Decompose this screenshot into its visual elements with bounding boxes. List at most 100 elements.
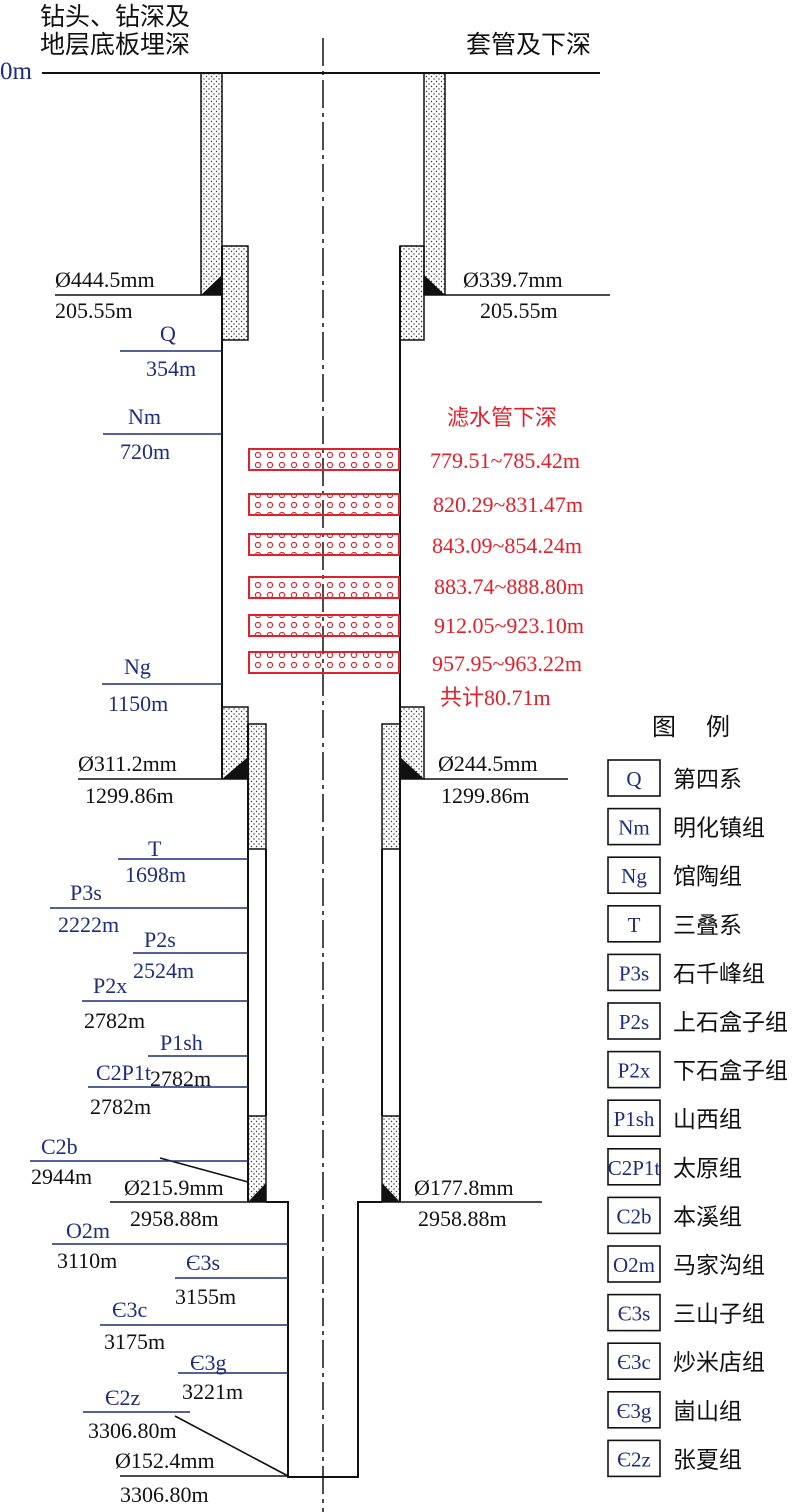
legend-swatch-box xyxy=(607,1196,661,1235)
legend-swatch-box xyxy=(607,1099,661,1137)
formation-code-12: Є3s xyxy=(186,1250,220,1275)
legend-name: 马家沟组 xyxy=(673,1253,765,1278)
legend-swatch-box xyxy=(607,807,661,846)
formation-depth-7: 2782m xyxy=(84,1008,145,1033)
open-hole-section xyxy=(266,1201,382,1478)
formation-depth-5: 2222m xyxy=(58,912,119,937)
formation-code-5: P3s xyxy=(70,880,102,905)
legend-code: Є3g xyxy=(617,1399,652,1423)
legend-item: Є3s 三山子组 xyxy=(607,1293,765,1332)
bit-size-3: Ø215.9mm xyxy=(124,1175,224,1200)
legend-name: 山西组 xyxy=(673,1107,742,1132)
formation-code-9: C2P1t xyxy=(96,1060,151,1085)
formation-depth-3: 1150m xyxy=(108,691,168,716)
filter-interval-6: 957.95~963.22m xyxy=(432,651,582,676)
legend-name: 馆陶组 xyxy=(673,864,742,889)
legend-code: T xyxy=(628,913,641,937)
formation-code-2: Nm xyxy=(128,404,161,429)
formation-depth-8: 2782m xyxy=(150,1066,211,1091)
filter-interval-1: 779.51~785.42m xyxy=(430,448,580,473)
formation-depth-13: 3175m xyxy=(104,1329,165,1354)
casing-depth-1: 205.55m xyxy=(480,298,558,323)
legend-name: 石千峰组 xyxy=(673,961,765,986)
legend-swatch-box xyxy=(607,1342,661,1380)
filter-screen-1 xyxy=(248,448,400,471)
legend-name: 崮山组 xyxy=(673,1399,742,1424)
formation-code-8: P1sh xyxy=(160,1030,203,1055)
section-labels: Ø444.5mm 205.55m Ø339.7mm 205.55m Ø311.2… xyxy=(55,267,563,1507)
formation-code-10: C2b xyxy=(41,1134,78,1159)
formation-code-14: Є3g xyxy=(190,1350,227,1375)
legend-swatch-box xyxy=(607,904,661,943)
filter-screen-3 xyxy=(248,533,400,556)
filter-interval-4: 883.74~888.80m xyxy=(434,574,584,599)
legend-name: 太原组 xyxy=(673,1156,742,1181)
casing-depth-2: 1299.86m xyxy=(441,783,530,808)
bit-size-4: Ø152.4mm xyxy=(115,1448,215,1473)
legend-name: 本溪组 xyxy=(673,1204,742,1229)
legend-name: 三山子组 xyxy=(673,1302,765,1327)
formation-code-1: Q xyxy=(160,321,176,346)
legend-name: 张夏组 xyxy=(673,1447,742,1472)
legend-swatch-box xyxy=(607,1391,661,1429)
legend-swatch-box xyxy=(607,1439,661,1478)
filter-screen-4 xyxy=(248,576,400,599)
legend-code: Ng xyxy=(621,864,647,888)
legend-code: C2P1t xyxy=(608,1156,661,1180)
filter-total: 共计80.71m xyxy=(440,685,551,710)
bit-depth-3: 2958.88m xyxy=(130,1206,219,1231)
legend-name: 明化镇组 xyxy=(673,816,765,841)
legend-code: P2s xyxy=(619,1010,649,1034)
formation-code-11: O2m xyxy=(66,1218,110,1243)
formation-code-7: P2x xyxy=(93,973,127,998)
legend-code: Є3c xyxy=(617,1350,651,1374)
casing-depth-3: 2958.88m xyxy=(418,1206,507,1231)
legend-item: C2P1t 太原组 xyxy=(607,1148,742,1186)
formation-leaders xyxy=(30,350,288,1413)
legend-swatch-box xyxy=(607,1148,661,1186)
legend-item: Ng 馆陶组 xyxy=(607,856,742,895)
filter-screen-5 xyxy=(248,614,400,637)
formation-depth-9: 2782m xyxy=(90,1094,151,1119)
bit-depth-2: 1299.86m xyxy=(85,783,174,808)
formation-code-4: T xyxy=(148,836,162,861)
legend-swatch-box xyxy=(607,953,661,992)
legend-item: O2m 马家沟组 xyxy=(607,1245,765,1283)
legend-item: C2b 本溪组 xyxy=(607,1196,742,1235)
filter-title: 滤水管下深 xyxy=(447,405,557,430)
legend-swatch-box xyxy=(607,1050,661,1089)
legend-title: 图 例 xyxy=(652,714,742,741)
left-header-line1: 钻头、钻深及 xyxy=(40,3,190,31)
legend-code: Є3s xyxy=(618,1302,651,1326)
cement-fills xyxy=(200,72,446,1203)
formation-code-13: Є3c xyxy=(112,1297,148,1322)
filter-interval-5: 912.05~923.10m xyxy=(434,613,584,638)
formation-code-15: Є2z xyxy=(105,1385,141,1410)
bit-depth-1: 205.55m xyxy=(55,298,133,323)
formation-labels: Q 354m Nm 720m Ng 1150m T 1698m P3s 2222… xyxy=(31,321,243,1443)
legend-item: Є3g 崮山组 xyxy=(607,1391,742,1429)
formation-depth-15: 3306.80m xyxy=(88,1418,177,1443)
formation-depth-1: 354m xyxy=(146,356,196,381)
legend-name: 下石盒子组 xyxy=(673,1059,788,1084)
legend-item: P1sh 山西组 xyxy=(607,1099,742,1137)
formation-depth-14: 3221m xyxy=(182,1379,243,1404)
legend-code: P3s xyxy=(619,961,649,985)
legend-code: P1sh xyxy=(614,1107,655,1131)
legend-code: C2b xyxy=(616,1204,651,1228)
legend-code: O2m xyxy=(613,1253,655,1277)
legend-swatch-box xyxy=(607,759,661,797)
legend-swatch-box xyxy=(607,1245,661,1283)
formation-depth-10: 2944m xyxy=(31,1164,92,1189)
casing-shoes xyxy=(201,275,445,1202)
headers: 钻头、钻深及 地层底板埋深 套管及下深 0m xyxy=(0,3,591,85)
formation-depth-11: 3110m xyxy=(57,1248,117,1273)
legend-name: 三叠系 xyxy=(673,913,742,938)
bit-size-2: Ø311.2mm xyxy=(78,751,177,776)
